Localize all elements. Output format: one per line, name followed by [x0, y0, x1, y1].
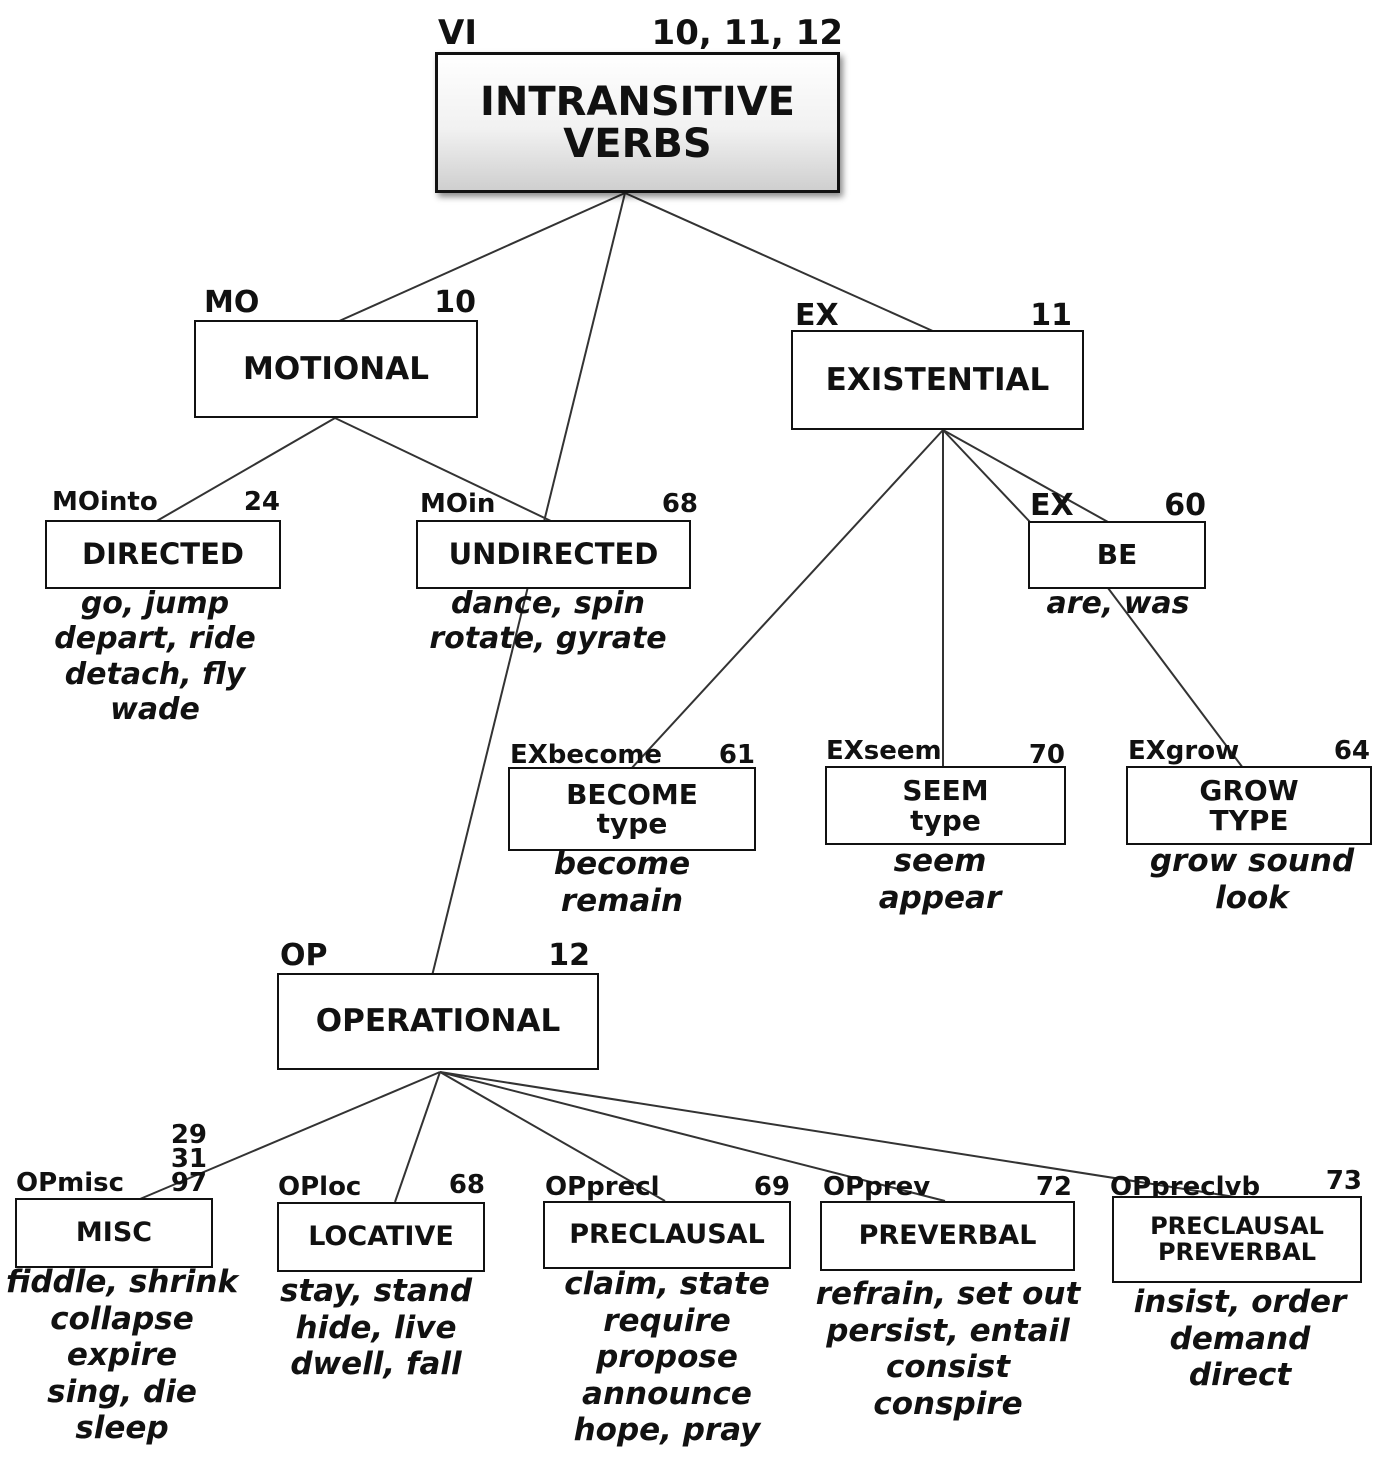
- edge-vi-mo: [336, 192, 626, 323]
- node-number: 60: [1164, 488, 1206, 523]
- node-code: OPloc: [278, 1172, 362, 1202]
- node-examples: stay, stand hide, live dwell, fall: [279, 1273, 473, 1383]
- node-code: OPmisc: [16, 1168, 125, 1198]
- node-code: EXseem: [826, 736, 942, 766]
- node-examples: are, was: [1046, 586, 1190, 621]
- node-number: 24: [243, 487, 280, 517]
- node-code: VI: [438, 13, 477, 53]
- node-number: 61: [718, 740, 755, 770]
- node-number: 68: [661, 489, 698, 519]
- node-examples: insist, order demand direct: [1133, 1284, 1347, 1394]
- node-become-type: BECOME type: [508, 767, 756, 851]
- root-node-intransitive-verbs: INTRANSITIVE VERBS: [435, 52, 840, 193]
- node-label: SEEM type: [902, 774, 989, 837]
- node-grow-type: GROW TYPE: [1126, 766, 1372, 845]
- node-preclausal: PRECLAUSAL: [543, 1201, 791, 1269]
- node-code: MOinto: [52, 487, 158, 517]
- edge-mo-directed: [154, 417, 336, 523]
- edge-op-preclausal-preverbal: [439, 1071, 1236, 1198]
- node-locative: LOCATIVE: [277, 1202, 485, 1272]
- edge-mo-undirected: [334, 417, 554, 523]
- node-code: OPprev: [823, 1172, 931, 1202]
- node-code: EXbecome: [510, 740, 663, 770]
- node-label: INTRANSITIVE VERBS: [479, 78, 796, 167]
- node-label: UNDIRECTED: [448, 537, 659, 572]
- node-motional: MOTIONAL: [194, 320, 478, 418]
- node-examples: fiddle, shrink collapse expire sing, die…: [5, 1264, 239, 1447]
- node-examples: seem appear: [878, 843, 1002, 916]
- node-code: MOin: [420, 489, 496, 519]
- node-label: DIRECTED: [82, 537, 244, 572]
- edge-ex-be-a: [942, 429, 1031, 523]
- node-examples: claim, state require propose announce ho…: [564, 1266, 770, 1449]
- node-number: 11: [1030, 298, 1072, 333]
- edge-vi-ex: [624, 192, 936, 333]
- node-number: 64: [1333, 736, 1370, 766]
- node-label: OPERATIONAL: [315, 1003, 561, 1040]
- node-label: EXISTENTIAL: [825, 361, 1050, 398]
- node-code: OPpreclvb: [1110, 1172, 1261, 1202]
- edge-be-grow: [1107, 587, 1244, 769]
- node-number: 29 31 97: [170, 1120, 207, 1198]
- node-label: LOCATIVE: [308, 1220, 454, 1252]
- node-label: PRECLAUSAL: [569, 1218, 765, 1250]
- node-be: BE: [1028, 521, 1206, 589]
- node-misc: MISC: [15, 1198, 213, 1268]
- node-number: 69: [753, 1172, 790, 1202]
- node-examples: grow sound look: [1149, 843, 1355, 916]
- node-number: 68: [448, 1170, 485, 1200]
- node-examples: go, jump depart, ride detach, fly wade: [54, 586, 256, 728]
- node-code: OP: [280, 938, 328, 973]
- edge-op-misc: [139, 1071, 441, 1200]
- node-label: GROW TYPE: [1199, 774, 1299, 837]
- node-examples: refrain, set out persist, entail consist…: [815, 1276, 1081, 1422]
- edge-op-locative: [394, 1071, 441, 1203]
- edge-op-preclausal: [439, 1071, 666, 1202]
- node-code: EX: [1030, 488, 1074, 523]
- node-number: 12: [548, 938, 590, 973]
- node-label: MISC: [75, 1216, 153, 1248]
- node-number: 70: [1028, 740, 1065, 770]
- node-label: BE: [1096, 538, 1138, 572]
- edge-ex-be-b: [942, 429, 1109, 523]
- node-number: 73: [1325, 1166, 1362, 1196]
- node-number: 10: [434, 285, 476, 320]
- node-code: MO: [204, 285, 260, 320]
- node-directed: DIRECTED: [45, 520, 281, 589]
- node-existential: EXISTENTIAL: [791, 330, 1084, 430]
- node-examples: dance, spin rotate, gyrate: [429, 586, 667, 657]
- node-label: BECOME type: [566, 777, 698, 840]
- node-number: 10, 11, 12: [651, 13, 843, 53]
- node-operational: OPERATIONAL: [277, 973, 599, 1070]
- node-label: PREVERBAL: [858, 1219, 1037, 1251]
- node-label: PRECLAUSAL PREVERBAL: [1150, 1212, 1324, 1266]
- edge-op-preverbal: [439, 1071, 946, 1202]
- node-label: MOTIONAL: [243, 350, 429, 387]
- node-number: 72: [1035, 1172, 1072, 1202]
- edge-ex-become: [629, 429, 944, 771]
- node-seem-type: SEEM type: [825, 766, 1066, 845]
- node-undirected: UNDIRECTED: [416, 520, 691, 589]
- node-preverbal: PREVERBAL: [820, 1201, 1075, 1271]
- node-code: EX: [795, 298, 839, 333]
- node-preclausal-preverbal: PRECLAUSAL PREVERBAL: [1112, 1196, 1362, 1283]
- node-code: OPprecl: [545, 1172, 660, 1202]
- node-code: EXgrow: [1128, 736, 1240, 766]
- node-examples: become remain: [553, 846, 691, 919]
